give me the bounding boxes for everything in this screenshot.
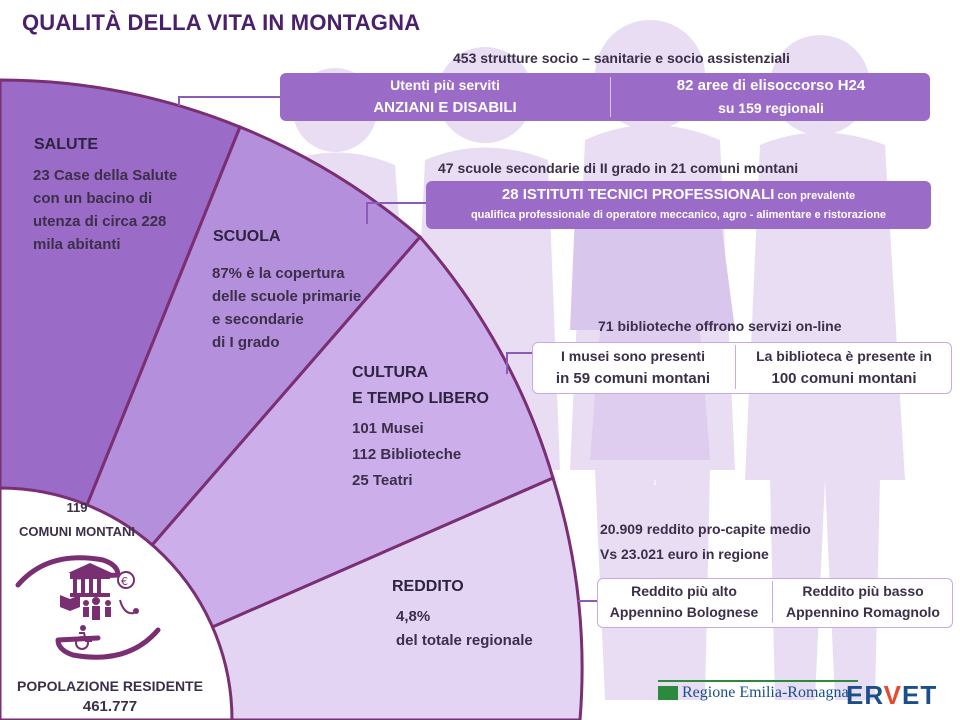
- connector-line-cultura: [506, 352, 534, 354]
- reddito-procapite: 20.909 reddito pro-capite medio: [600, 521, 811, 537]
- connector-line-salute: [178, 96, 280, 98]
- cultura-musei: 101 Musei: [352, 420, 424, 437]
- salute-text: 23 Case della Salute con un bacino di ut…: [33, 164, 177, 256]
- salute-box-left-line2: ANZIANI E DISABILI: [373, 99, 517, 116]
- box-divider: [610, 77, 611, 117]
- popolazione-label: POPOLAZIONE RESIDENTE: [17, 678, 203, 694]
- regione-logo-text: Regione Emilia-Romagna: [682, 684, 849, 701]
- scuola-text-line: delle scuole primarie: [212, 288, 362, 305]
- box-divider: [772, 581, 773, 623]
- salute-box-left-line1: Utenti più serviti: [390, 77, 500, 93]
- cultura-info-box: I musei sono presenti in 59 comuni monta…: [532, 342, 952, 394]
- comuni-label: COMUNI MONTANI: [18, 524, 136, 539]
- page-title: QUALITÀ DELLA VITA IN MONTAGNA: [22, 10, 421, 35]
- connector-line-scuola: [366, 202, 428, 204]
- connector-line-scuola: [366, 202, 368, 224]
- reddito-value-sub: del totale regionale: [396, 632, 533, 649]
- cultura-box-left-line1: I musei sono presenti: [561, 348, 705, 364]
- scuola-text-line: 87% è la copertura: [212, 265, 345, 282]
- connector-line-salute: [178, 96, 180, 106]
- comuni-count: 119: [66, 500, 88, 515]
- salute-text-line: 23 Case della Salute: [33, 167, 178, 184]
- salute-box-right-line2: su 159 regionali: [718, 100, 824, 116]
- scuola-box-bold: 28 ISTITUTI TECNICI PROFESSIONALI: [501, 186, 775, 203]
- scuola-box-rest: con prevalente: [774, 190, 856, 202]
- scuola-text: 87% è la copertura delle scuole primarie…: [212, 262, 361, 354]
- scuola-scuole: 47 scuole secondarie di II grado in 21 c…: [438, 160, 799, 176]
- reddito-box-right-line1: Reddito più basso: [802, 583, 924, 599]
- cultura-box-right-line1: La biblioteca è presente in: [756, 348, 932, 364]
- scuola-info-box: 28 ISTITUTI TECNICI PROFESSIONALI con pr…: [426, 181, 931, 229]
- cultura-teatri: 25 Teatri: [352, 472, 413, 489]
- ervet-logo: ERVET: [846, 680, 937, 711]
- logo-bar: [658, 680, 858, 682]
- connector-line-cultura: [506, 352, 508, 374]
- fan-inner-circle: [0, 486, 234, 720]
- salute-text-line: con un bacino di: [33, 190, 153, 207]
- scuola-box-line1: 28 ISTITUTI TECNICI PROFESSIONALI con pr…: [426, 186, 931, 203]
- cultura-box-left-line2: in 59 comuni montani: [555, 370, 711, 387]
- reddito-value: 4,8%: [396, 608, 431, 625]
- box-divider: [735, 345, 736, 389]
- reddito-info-box: Reddito più alto Appennino Bolognese Red…: [597, 578, 953, 628]
- salute-box-right-line1: 82 aree di elisoccorso H24: [676, 77, 866, 94]
- regione-flag-icon: [658, 686, 678, 701]
- reddito-vs: Vs 23.021 euro in regione: [600, 546, 769, 562]
- scuola-box-line2: qualifica professionale di operatore mec…: [470, 209, 887, 221]
- popolazione-value: 461.777: [82, 698, 138, 715]
- connector-line-reddito: [578, 600, 598, 602]
- cultura-box-right-line2: 100 comuni montani: [771, 370, 917, 387]
- reddito-heading: REDDITO: [392, 578, 464, 595]
- reddito-box-left-line1: Reddito più alto: [631, 583, 737, 599]
- salute-info-box: Utenti più serviti ANZIANI E DISABILI 82…: [280, 73, 930, 121]
- cultura-online: 71 biblioteche offrono servizi on-line: [598, 318, 842, 334]
- svg-text:€: €: [121, 575, 128, 588]
- salute-strutture: 453 strutture socio – sanitarie e socio …: [453, 50, 790, 66]
- cultura-heading-line: E TEMPO LIBERO: [352, 390, 489, 407]
- salute-text-line: utenza di circa 228: [33, 213, 167, 230]
- scuola-heading: SCUOLA: [213, 228, 281, 245]
- reddito-box-right-line2: Appennino Romagnolo: [786, 604, 940, 620]
- cultura-heading-line: CULTURA: [352, 364, 429, 381]
- scuola-text-line: e secondarie: [212, 311, 304, 328]
- ervet-logo-part: ER: [846, 680, 884, 710]
- scuola-text-line: di I grado: [212, 334, 280, 351]
- ervet-logo-v: V: [883, 680, 902, 710]
- regione-emilia-romagna-logo: Regione Emilia-Romagna: [658, 680, 858, 702]
- salute-text-line: mila abitanti: [33, 236, 121, 253]
- reddito-box-left-line2: Appennino Bolognese: [609, 604, 759, 620]
- hands-services-icon: €: [15, 555, 161, 660]
- salute-heading: SALUTE: [34, 136, 98, 153]
- cultura-stats: 101 Musei 112 Biblioteche 25 Teatri: [352, 416, 461, 494]
- cultura-heading: CULTURA E TEMPO LIBERO: [352, 360, 489, 412]
- ervet-logo-part: ET: [902, 680, 938, 710]
- cultura-biblioteche: 112 Biblioteche: [352, 446, 462, 463]
